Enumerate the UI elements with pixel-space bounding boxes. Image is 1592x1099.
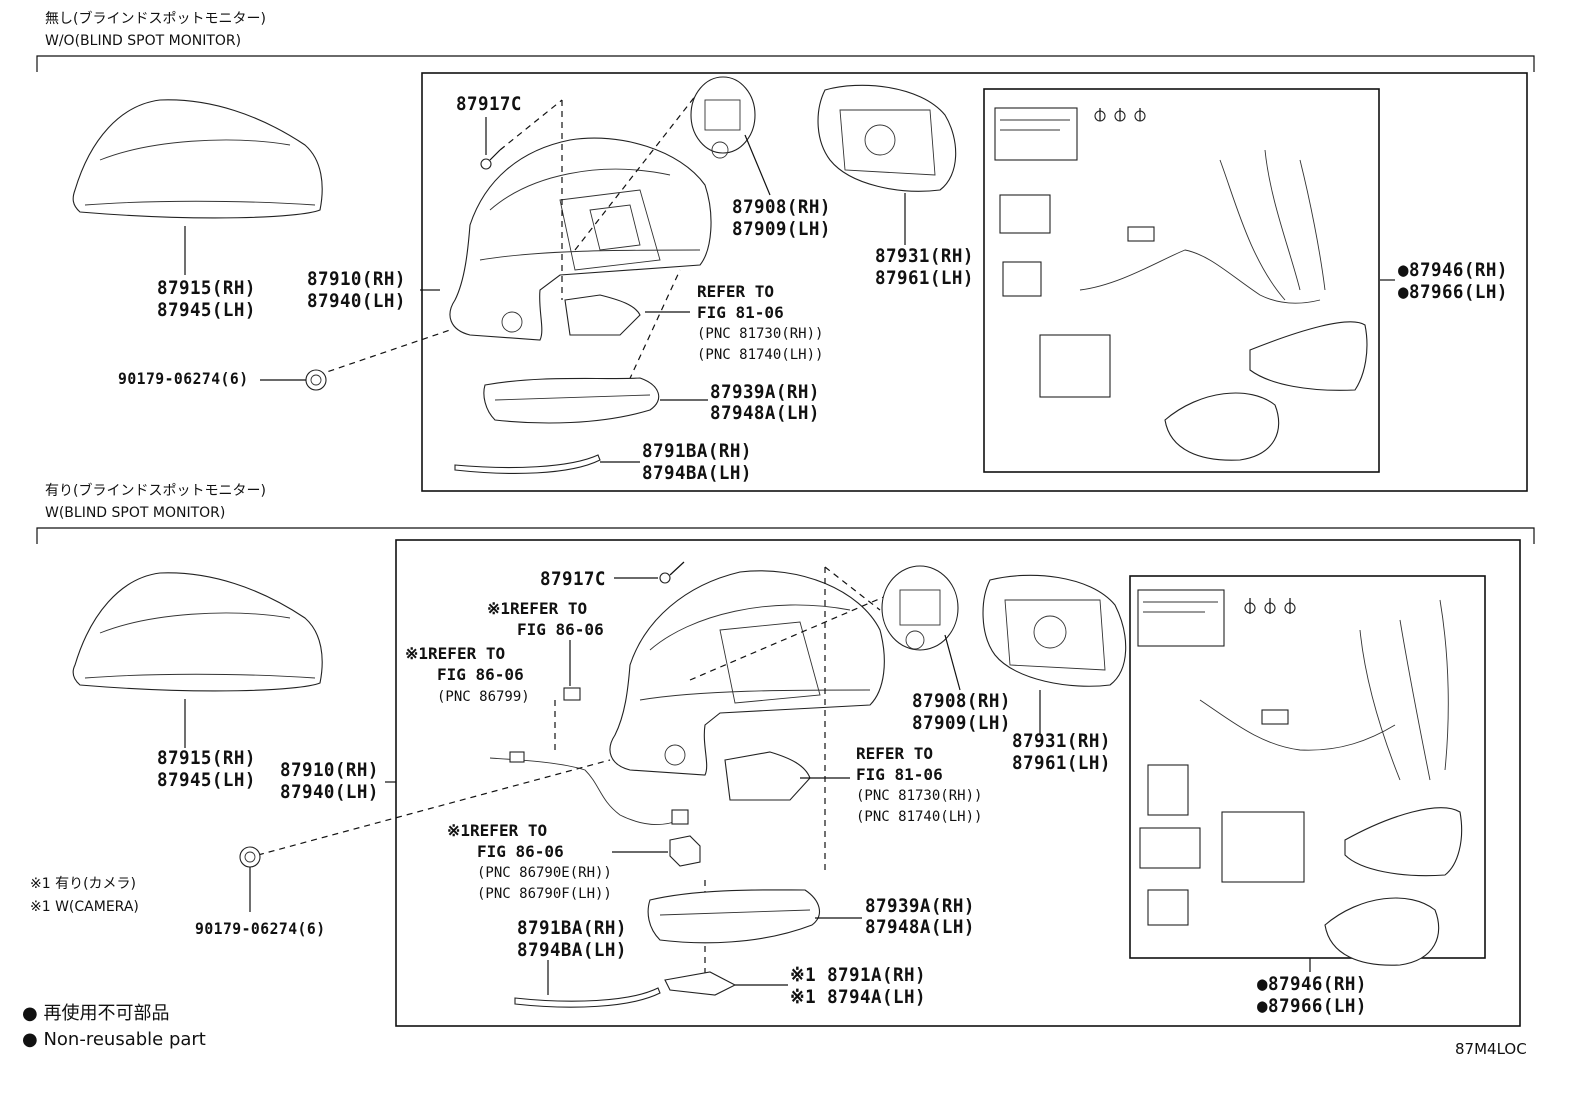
top-label-mirror-lh[interactable]: 87940(LH): [307, 290, 406, 312]
bottom-label-lamp-rh[interactable]: 87939A(RH): [865, 895, 975, 917]
bottom-pnc-86799: (PNC 86799): [437, 689, 530, 705]
bottom-label-actuator-rh[interactable]: 87908(RH): [912, 690, 1011, 712]
top-dash-2: [499, 99, 563, 151]
bottom-mirror-body-drawing: [385, 570, 885, 783]
top-side-lamp-drawing: [483, 377, 708, 424]
top-label-cover-lh[interactable]: 87945(LH): [157, 299, 256, 321]
bottom-fig2[interactable]: FIG 81-06: [856, 765, 943, 784]
bottom-pnc-86790f: (PNC 86790F(LH)): [477, 886, 612, 902]
top-kit-box: [983, 88, 1380, 473]
bottom-label-actuator-lh[interactable]: 87909(LH): [912, 712, 1011, 734]
top-kit-contents: [994, 107, 1395, 461]
bottom-label-cover-rh[interactable]: 87915(RH): [157, 747, 256, 769]
bottom-kit-box: [1129, 575, 1486, 959]
bottom-refer3[interactable]: ※1REFER TO: [447, 821, 548, 840]
bottom-label-garnish-rh[interactable]: 8791BA(RH): [517, 917, 627, 939]
bottom-mirror-cover-drawing: [72, 572, 323, 748]
bottom-dash-3: [689, 589, 901, 681]
top-label-kit-rh[interactable]: ●87946(RH): [1398, 259, 1508, 281]
bottom-pnc-86790e: (PNC 86790E(RH)): [477, 865, 612, 881]
top-header-en: W/O(BLIND SPOT MONITOR): [45, 33, 242, 49]
bottom-fig3[interactable]: FIG 86-06: [477, 842, 564, 861]
bottom-garnish-drawing: [514, 960, 661, 1008]
top-actuator-drawing: [690, 76, 771, 196]
top-pnc-81730: (PNC 81730(RH)): [697, 326, 824, 342]
top-label-mirror-rh[interactable]: 87910(RH): [307, 268, 406, 290]
bottom-label-cover-lh[interactable]: 87945(LH): [157, 769, 256, 791]
top-dash-3: [574, 89, 701, 251]
top-label-garnish-lh[interactable]: 8794BA(LH): [642, 462, 752, 484]
bottom-label-kit-lh[interactable]: ●87966(LH): [1257, 995, 1367, 1017]
top-garnish-drawing: [454, 454, 640, 474]
top-label-glass-lh[interactable]: 87961(LH): [875, 267, 974, 289]
bottom-label-clip[interactable]: 90179-06274(6): [195, 919, 326, 938]
bottom-label-cam-lh[interactable]: ※1 8794A(LH): [790, 986, 926, 1008]
bottom-assembly-box: [395, 539, 1521, 1027]
bottom-label-lamp-lh[interactable]: 87948A(LH): [865, 916, 975, 938]
bottom-label-cam-rh[interactable]: ※1 8791A(RH): [790, 964, 926, 986]
legend-bullet-icon: ●: [22, 1029, 38, 1050]
bottom-camera-part-drawing: [664, 971, 788, 996]
legend-jp: ● 再使用不可部品: [22, 1003, 170, 1024]
top-label-cover-rh[interactable]: 87915(RH): [157, 277, 256, 299]
bottom-glass-drawing: [982, 574, 1127, 735]
top-glass-drawing: [817, 84, 957, 245]
bottom-fig1a[interactable]: FIG 86-06: [517, 620, 604, 639]
bottom-clip-dash: [257, 759, 611, 856]
top-label-lamp-rh[interactable]: 87939A(RH): [710, 381, 820, 403]
top-pnc-81740: (PNC 81740(LH)): [697, 347, 824, 363]
legend-bullet-icon: ●: [22, 1003, 38, 1024]
top-label-lamp-lh[interactable]: 87948A(LH): [710, 402, 820, 424]
bottom-label-glass-rh[interactable]: 87931(RH): [1012, 730, 1111, 752]
bottom-actuator-drawing: [881, 565, 961, 691]
bottom-refer1b[interactable]: ※1REFER TO: [405, 644, 506, 663]
top-label-kit-lh[interactable]: ●87966(LH): [1398, 281, 1508, 303]
legend-en: ● Non-reusable part: [22, 1029, 206, 1050]
top-label-87917c[interactable]: 87917C: [456, 93, 522, 115]
top-label-garnish-rh[interactable]: 8791BA(RH): [642, 440, 752, 462]
note-camera-en: ※1 W(CAMERA): [30, 899, 139, 915]
top-section-bracket: [36, 55, 1535, 72]
bottom-fig1b[interactable]: FIG 86-06: [437, 665, 524, 684]
bottom-kit-contents: [1137, 589, 1463, 972]
bottom-dash-1: [824, 566, 881, 611]
bottom-label-mirror-lh[interactable]: 87940(LH): [280, 781, 379, 803]
top-assembly-box: [421, 72, 1528, 492]
bottom-refer1a[interactable]: ※1REFER TO: [487, 599, 588, 618]
bottom-side-lamp-drawing: [647, 889, 862, 944]
top-refer-part-drawing: [564, 294, 690, 336]
bottom-label-kit-rh[interactable]: ●87946(RH): [1257, 973, 1367, 995]
top-clip-drawing: [260, 369, 327, 391]
top-label-clip[interactable]: 90179-06274(6): [118, 369, 249, 388]
bottom-camera-harness-drawing: [489, 640, 701, 867]
bottom-label-garnish-lh[interactable]: 8794BA(LH): [517, 939, 627, 961]
top-mirror-body-drawing: [420, 137, 712, 341]
top-refer-fig[interactable]: FIG 81-06: [697, 303, 784, 322]
top-label-actuator-rh[interactable]: 87908(RH): [732, 196, 831, 218]
bottom-section-bracket: [36, 527, 1535, 544]
top-mirror-cover-drawing: [72, 99, 323, 275]
top-label-actuator-lh[interactable]: 87909(LH): [732, 218, 831, 240]
note-camera-jp: ※1 有り(カメラ): [30, 876, 137, 892]
top-clip-dash: [317, 329, 451, 376]
top-refer-to[interactable]: REFER TO: [697, 282, 775, 301]
top-header-jp: 無し(ブラインドスポットモニター): [45, 11, 266, 27]
top-screw-drawing: [480, 117, 501, 170]
bottom-clip-drawing: [239, 846, 261, 912]
bottom-label-glass-lh[interactable]: 87961(LH): [1012, 752, 1111, 774]
bottom-refer2[interactable]: REFER TO: [856, 744, 934, 763]
bottom-pnc-81730: (PNC 81730(RH)): [856, 788, 983, 804]
bottom-screw-drawing: [614, 561, 685, 584]
figure-code: 87M4LOC: [1455, 1040, 1527, 1058]
bottom-label-mirror-rh[interactable]: 87910(RH): [280, 759, 379, 781]
bottom-refer-part-drawing: [724, 751, 850, 801]
bottom-pnc-81740: (PNC 81740(LH)): [856, 809, 983, 825]
bottom-header-en: W(BLIND SPOT MONITOR): [45, 505, 226, 521]
bottom-label-87917c[interactable]: 87917C: [540, 568, 606, 590]
top-label-glass-rh[interactable]: 87931(RH): [875, 245, 974, 267]
bottom-header-jp: 有り(ブラインドスポットモニター): [45, 483, 266, 499]
